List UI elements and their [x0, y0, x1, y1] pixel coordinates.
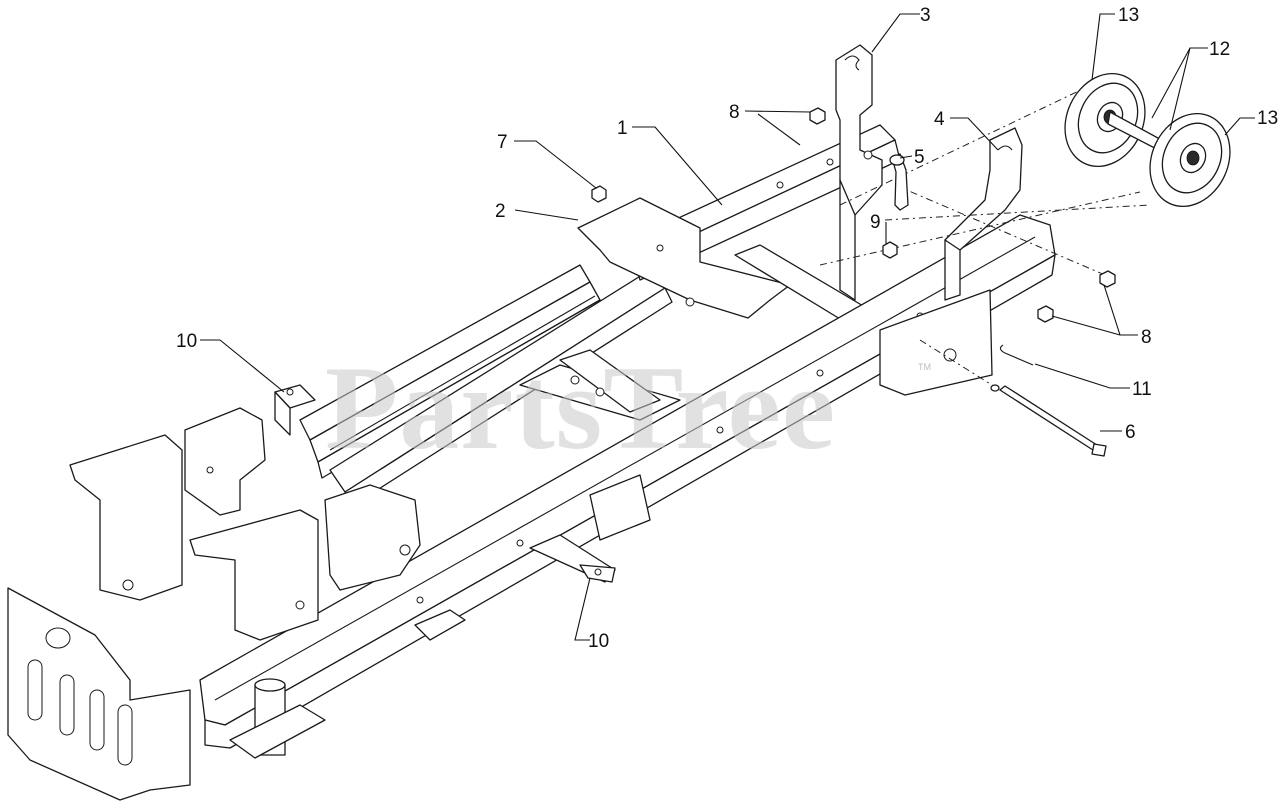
callout-labels: 1 2 3 4 5 6 7 8 8 9 10 10 11 12 13 13	[176, 5, 1278, 652]
callout-5: 5	[914, 147, 925, 168]
idler-pulley-assembly	[819, 72, 1231, 391]
callout-2: 2	[495, 201, 506, 222]
bolt-5	[889, 153, 909, 211]
callout-8-top: 8	[729, 102, 740, 123]
callout-12: 12	[1209, 39, 1230, 60]
watermark-tm: TM	[918, 362, 931, 372]
pulley-right	[1149, 112, 1231, 208]
nut-7	[591, 185, 607, 203]
callout-9: 9	[870, 212, 881, 233]
leader-lines	[200, 13, 1255, 641]
hardware	[591, 107, 1116, 457]
frame-assembly	[7, 124, 1056, 801]
nut-9	[882, 241, 898, 259]
callout-3: 3	[920, 5, 931, 26]
pulley-left	[1064, 72, 1146, 168]
frame-plate	[577, 197, 791, 319]
front-side-plates	[69, 407, 421, 641]
callout-10-upper: 10	[176, 331, 197, 352]
callout-4: 4	[934, 109, 945, 130]
callout-6: 6	[1125, 422, 1136, 443]
front-bumper	[7, 587, 191, 801]
support-bracket-lower	[529, 534, 616, 583]
pin-11	[990, 344, 1034, 392]
callout-13-left: 13	[1118, 5, 1139, 26]
callout-8-right: 8	[1141, 327, 1152, 348]
flange-nut-8-right	[1037, 270, 1116, 323]
idler-bracket-4	[944, 127, 1023, 301]
idler-bracket-3	[835, 44, 883, 301]
watermark-text: PartsTree	[325, 341, 836, 474]
lower-tabs	[414, 474, 651, 641]
support-bracket-upper	[274, 384, 316, 436]
long-bolt-6	[999, 385, 1107, 457]
flange-nut-8-top	[809, 107, 826, 125]
watermark: PartsTree TM	[325, 341, 931, 474]
callout-10-lower: 10	[588, 631, 609, 652]
callout-7: 7	[497, 132, 508, 153]
axle-pivot-post	[229, 678, 326, 759]
callout-1: 1	[617, 118, 628, 139]
callout-11: 11	[1132, 379, 1152, 400]
callout-13-right: 13	[1257, 108, 1278, 129]
